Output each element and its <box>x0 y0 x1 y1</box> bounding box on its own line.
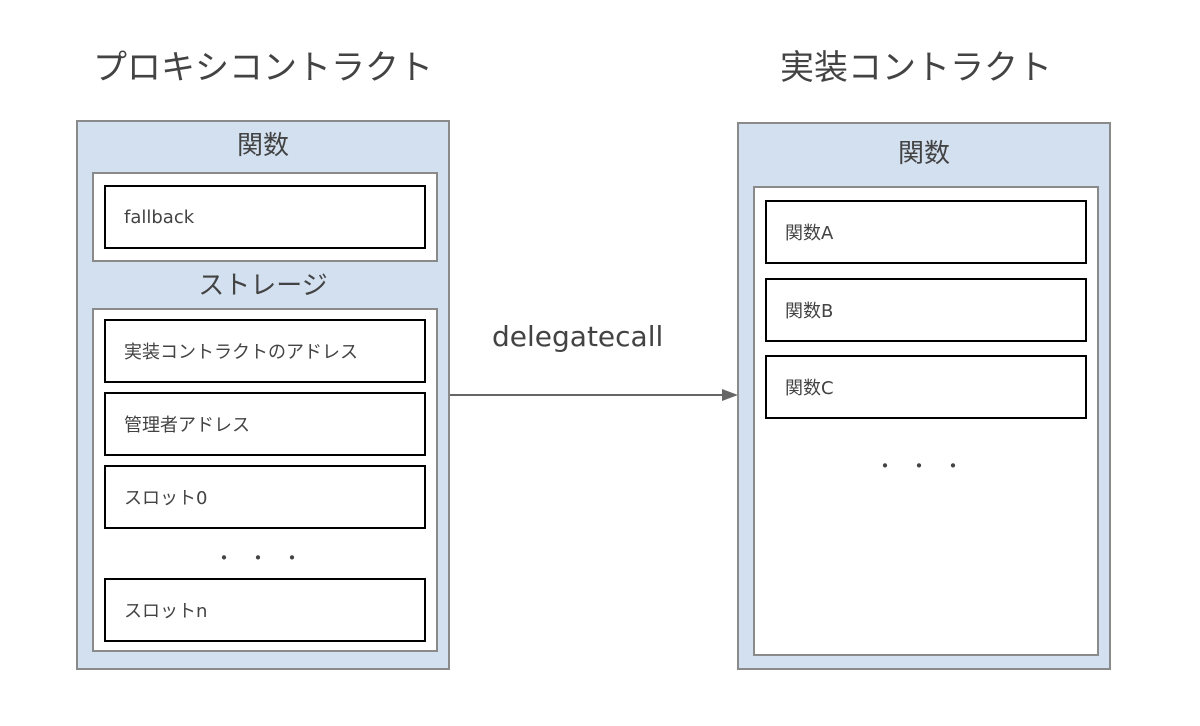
proxy-functions-panel: fallback <box>92 172 438 262</box>
delegatecall-label: delegatecall <box>492 320 664 353</box>
proxy-contract-title: プロキシコントラクト <box>93 48 433 88</box>
storage-item-implementation-address: 実装コントラクトのアドレス <box>104 319 426 383</box>
storage-item-slot-n: スロットn <box>104 578 426 642</box>
implementation-contract-title: 実装コントラクト <box>780 48 1052 88</box>
proxy-contract-box: 関数 fallback ストレージ 実装コントラクトのアドレス 管理者アドレス … <box>76 120 450 670</box>
function-fallback: fallback <box>104 185 426 249</box>
arrow-head <box>722 389 738 401</box>
function-b: 関数B <box>765 278 1087 342</box>
implementation-contract-box: 関数 関数A 関数B 関数C ・・・ <box>737 122 1111 670</box>
proxy-functions-label: 関数 <box>236 131 289 161</box>
functions-ellipsis: ・・・ <box>875 454 977 478</box>
implementation-functions-panel: 関数A 関数B 関数C ・・・ <box>753 186 1099 656</box>
proxy-storage-panel: 実装コントラクトのアドレス 管理者アドレス スロット0 ・・・ スロットn <box>92 308 438 652</box>
proxy-storage-label: ストレージ <box>198 271 328 301</box>
implementation-functions-label: 関数 <box>897 139 950 169</box>
function-c: 関数C <box>765 355 1087 419</box>
function-a: 関数A <box>765 200 1087 264</box>
storage-ellipsis: ・・・ <box>214 546 316 570</box>
storage-item-slot-0: スロット0 <box>104 465 426 529</box>
storage-item-admin-address: 管理者アドレス <box>104 392 426 456</box>
